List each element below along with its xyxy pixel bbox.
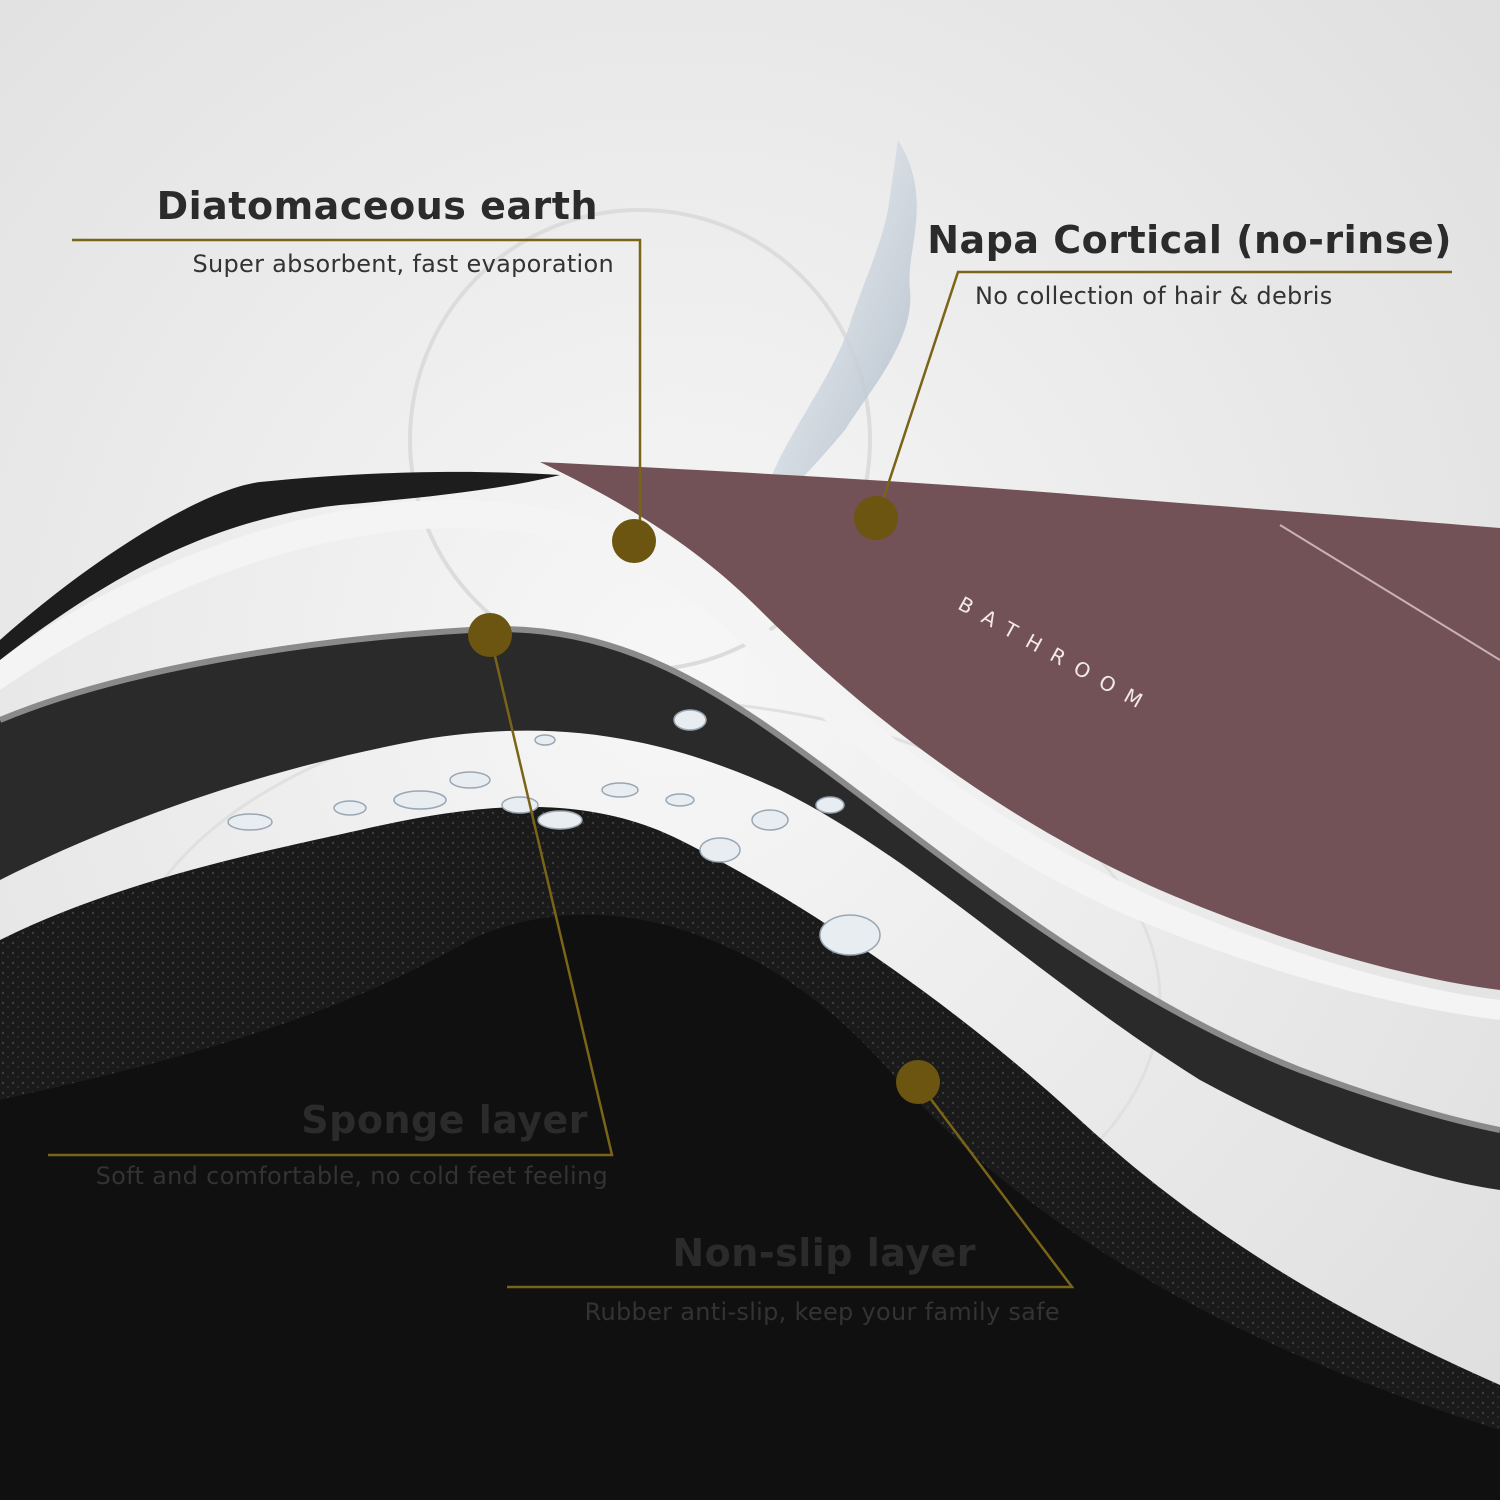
marker-sponge (468, 613, 512, 657)
non-slip-layer-shade (0, 914, 1500, 1500)
diatomaceous-layer (0, 500, 1500, 1020)
marker-napa (854, 496, 898, 540)
napa-top-layer (540, 462, 1500, 990)
callout-desc-napa: No collection of hair & debris (975, 282, 1333, 310)
water-stream (770, 140, 917, 500)
leader-lines (48, 238, 1452, 1289)
callout-desc-diatomaceous: Super absorbent, fast evaporation (192, 250, 614, 278)
napa-top-highlight (1279, 524, 1500, 661)
leader-napa (876, 270, 1452, 516)
water-droplets (227, 709, 881, 956)
marker-diatomaceous (612, 519, 656, 563)
sponge-edge (0, 626, 1500, 1133)
leader-sponge (48, 634, 614, 1157)
callout-title-napa: Napa Cortical (no-rinse) (927, 218, 1452, 262)
marker-nonslip (896, 1060, 940, 1104)
sponge-layer (0, 629, 1500, 1190)
leader-diatomaceous (72, 238, 642, 540)
callout-title-nonslip: Non-slip layer (672, 1231, 976, 1275)
callout-title-sponge: Sponge layer (301, 1098, 588, 1142)
leader-nonslip (507, 1081, 1075, 1289)
callout-title-diatomaceous: Diatomaceous earth (156, 184, 598, 228)
callout-desc-sponge: Soft and comfortable, no cold feet feeli… (95, 1162, 608, 1190)
callout-desc-nonslip: Rubber anti-slip, keep your family safe (584, 1298, 1060, 1326)
diatomaceous-back (0, 471, 560, 660)
